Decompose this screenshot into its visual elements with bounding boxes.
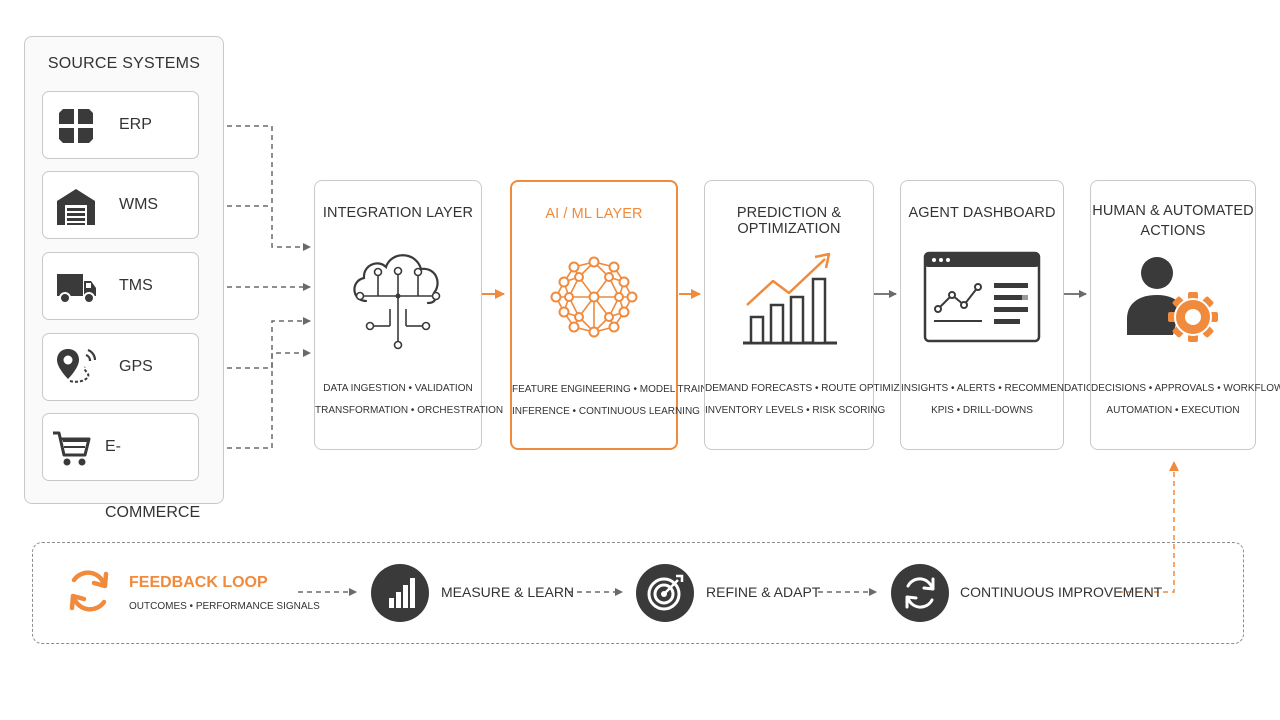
source-item-wms[interactable]: WMS (42, 171, 199, 239)
stage-description-line: FEATURE ENGINEERING • MODEL TRAINING (512, 384, 726, 395)
stage-integration-layer[interactable]: INTEGRATION LAYER DATA INGESTION • VALID… (314, 180, 504, 450)
feedback-loop-icon (69, 570, 109, 612)
bar-chart-icon (389, 578, 415, 608)
location-pin-icon (57, 348, 97, 383)
stage-description-line: AUTOMATION • EXECUTION (1106, 405, 1240, 416)
stage-title-line: HUMAN & AUTOMATED (1092, 203, 1254, 219)
stage-title: PREDICTION & OPTIMIZATION (736, 205, 842, 237)
stage-human-automated-actions[interactable]: HUMAN & AUTOMATED ACTIONS DECISIONS • AP… (1090, 180, 1280, 450)
stage-description-line: KPIS • DRILL-DOWNS (931, 405, 1033, 416)
shopping-cart-icon (53, 431, 91, 466)
trend-chart-icon (743, 252, 837, 345)
source-item-ecommerce[interactable]: E-COMMERCE (42, 413, 200, 521)
source-item-label: ERP (119, 116, 152, 133)
stage-title-line: ACTIONS (1140, 223, 1206, 239)
stage-description-line: DECISIONS • APPROVALS • WORKFLOWS (1091, 383, 1280, 394)
stage-description-line: INVENTORY LEVELS • RISK SCORING (705, 405, 886, 416)
measure-learn-badge (371, 564, 429, 622)
refresh-icon (905, 577, 935, 609)
source-item-label: E-COMMERCE (105, 438, 201, 521)
dashboard-window-icon (923, 251, 1041, 343)
stage-description-line: TRANSFORMATION • ORCHESTRATION (315, 405, 504, 416)
refine-adapt-badge (636, 564, 694, 622)
source-systems-title: SOURCE SYSTEMS (47, 55, 201, 72)
cloud-network-icon (353, 254, 441, 350)
continuous-improvement-badge (891, 564, 949, 622)
feedback-step-label: REFINE & ADAPT (706, 584, 821, 600)
stage-description-line: INSIGHTS • ALERTS • RECOMMENDATIONS (901, 383, 1108, 394)
source-item-gps[interactable]: GPS (42, 333, 199, 401)
stage-agent-dashboard[interactable]: AGENT DASHBOARD INSIGHTS • ALERTS • RECO… (900, 180, 1108, 450)
feedback-loop-subtitle: OUTCOMES • PERFORMANCE SIGNALS (129, 601, 320, 612)
feedback-step-label: MEASURE & LEARN (441, 584, 575, 600)
stage-title: INTEGRATION LAYER (322, 205, 474, 221)
source-item-erp[interactable]: ERP (42, 91, 199, 159)
stage-description-line: DATA INGESTION • VALIDATION (323, 383, 473, 394)
stage-description-line: INFERENCE • CONTINUOUS LEARNING (512, 406, 700, 417)
neural-network-icon (550, 256, 638, 338)
stage-title: AI / ML LAYER (545, 206, 643, 222)
source-item-label: WMS (119, 196, 159, 213)
feedback-step-label: CONTINUOUS IMPROVEMENT (960, 584, 1163, 600)
stage-description-line: DEMAND FORECASTS • ROUTE OPTIMIZATION (705, 383, 930, 394)
stage-title: HUMAN & AUTOMATED ACTIONS (1091, 201, 1255, 241)
stage-title: AGENT DASHBOARD (908, 205, 1056, 221)
feedback-loop-panel (32, 542, 1244, 644)
stage-ai-ml-layer[interactable]: AI / ML LAYER (510, 180, 726, 450)
source-item-label: TMS (119, 277, 153, 294)
target-icon (647, 574, 684, 611)
feedback-loop-title: FEEDBACK LOOP (129, 574, 268, 591)
source-item-label: GPS (119, 358, 153, 375)
warehouse-icon (57, 189, 95, 225)
source-item-tms[interactable]: TMS (42, 252, 199, 320)
building-blocks-icon (59, 109, 93, 143)
truck-icon (57, 274, 96, 304)
stage-prediction-optimization[interactable]: PREDICTION & OPTIMIZATION DEMAND FORECAS… (704, 180, 930, 450)
person-gear-icon (1127, 257, 1218, 342)
